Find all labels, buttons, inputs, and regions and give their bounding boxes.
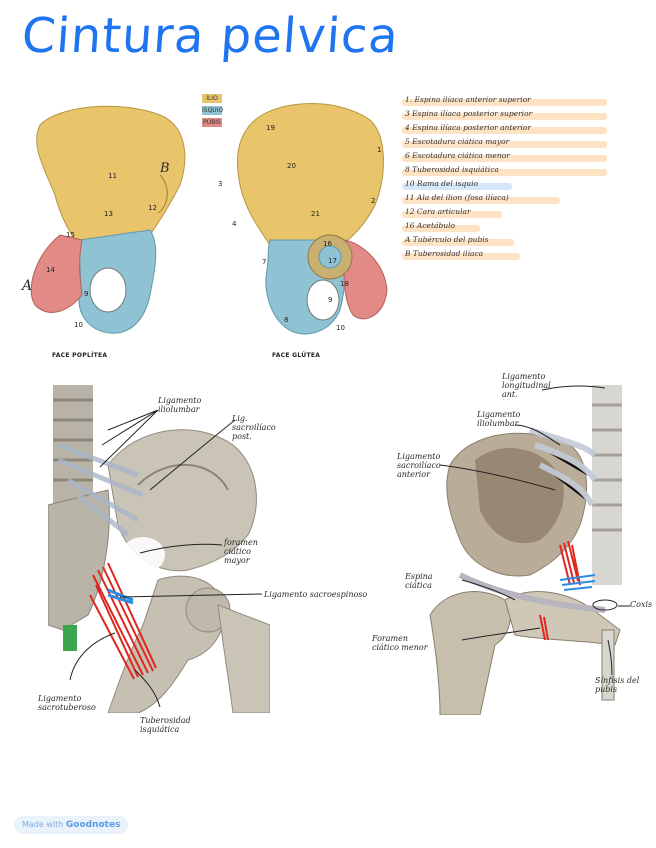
footer-prefix: Made with: [22, 820, 64, 829]
list-item-3: 3 Espina ilíaca posterior superior: [405, 109, 533, 118]
label-11: 11: [108, 172, 117, 180]
label-12: 12: [148, 204, 157, 212]
left-photo-pointer-lines: [69, 409, 263, 708]
label-sinfisis-del-pubis: Sínfisis del pubis: [595, 676, 640, 694]
label-9: 9: [84, 290, 89, 298]
legend-isquio: ÍSQUIO: [202, 106, 224, 115]
label-foramen-ciatico-mayor: foramen ciático mayor: [224, 538, 258, 565]
label-B: B: [160, 161, 170, 176]
label-20: 20: [287, 162, 296, 170]
list-item-10: 10 Rama del isquio: [405, 179, 479, 188]
label-7: 7: [262, 258, 267, 266]
caption-face-poplitea: FACE POPLÍTEA: [52, 352, 108, 359]
list-item-1: 1. Espina ilíaca anterior superior: [405, 95, 531, 104]
label-lig-sacroiliaco-post: Lig. sacroilíaco post.: [232, 414, 276, 441]
list-item-8: 8 Tuberosidad isquiática: [405, 165, 499, 174]
list-item-5: 5 Escotadura ciática mayor: [405, 137, 510, 146]
label-10b: 10: [336, 324, 345, 332]
list-item-A: A Tubérculo del pubis: [405, 235, 489, 244]
label-21: 21: [311, 210, 320, 218]
label-3: 3: [218, 180, 223, 188]
label-ligamento-iliolumbar-right: Ligamento iliolumbar: [477, 410, 521, 428]
label-18: 18: [340, 280, 349, 288]
label-10: 10: [74, 321, 83, 329]
made-with-goodnotes-badge[interactable]: Made with Goodnotes: [14, 816, 129, 834]
label-espina-ciatica: Espina ciática: [405, 572, 433, 590]
label-8: 8: [284, 316, 289, 324]
caption-face-glutea: FACE GLÚTEA: [272, 352, 321, 359]
label-ligamento-sacroespinoso: Ligamento sacroespinoso: [264, 590, 368, 599]
label-19: 19: [266, 124, 275, 132]
footer-brand: Goodnotes: [65, 820, 121, 830]
label-9b: 9: [328, 296, 333, 304]
label-14: 14: [46, 266, 55, 274]
list-item-11: 11 Ala del ilion (fosa ilíaca): [405, 193, 509, 202]
label-ligamento-sacroiliaco-anterior: Ligamento sacroilíaco anterior: [397, 452, 441, 479]
label-ligamento-iliolumbar-left: Ligamento iliolumbar: [158, 396, 202, 414]
anterior-pelvis-ligament-photo: [420, 385, 630, 715]
list-item-4: 4 Espina ilíaca posterior anterior: [405, 123, 532, 132]
label-13: 13: [104, 210, 113, 218]
label-17: 17: [328, 257, 337, 265]
label-coxis: Coxis: [630, 600, 653, 609]
label-1: 1: [377, 146, 382, 154]
list-item-16: 16 Acetábulo: [405, 221, 456, 230]
hip-bone-gluteal-illustration: [236, 103, 388, 335]
label-ligamento-sacrotuberoso: Ligamento sacrotuberoso: [38, 694, 96, 712]
label-16: 16: [323, 240, 332, 248]
bone-color-legend: ÍLIO ÍSQUIO PÚBIS: [202, 94, 224, 127]
label-A: A: [22, 278, 33, 294]
label-foramen-ciatico-menor: Foramen ciático menor: [372, 634, 428, 652]
label-4: 4: [232, 220, 237, 228]
label-ligamento-longitudinal-ant: Ligamento longitudinal ant.: [502, 372, 551, 399]
page-title: Cintura pelvica: [20, 8, 401, 64]
hip-bone-popliteal-illustration: [30, 105, 186, 334]
legend-ilio: ÍLIO: [202, 94, 222, 103]
right-photo-pointer-lines: [439, 385, 630, 676]
list-item-12: 12 Cara articular: [405, 207, 471, 216]
list-item-B: B Tuberosidad ilíaca: [405, 249, 484, 258]
list-item-6: 6 Escotadura ciática menor: [405, 151, 510, 160]
label-15: 15: [66, 231, 75, 239]
legend-pubis: PÚBIS: [202, 118, 222, 127]
label-2: 2: [371, 197, 376, 205]
label-tuberosidad-isquiatica: Tuberosidad isquiática: [140, 716, 191, 734]
